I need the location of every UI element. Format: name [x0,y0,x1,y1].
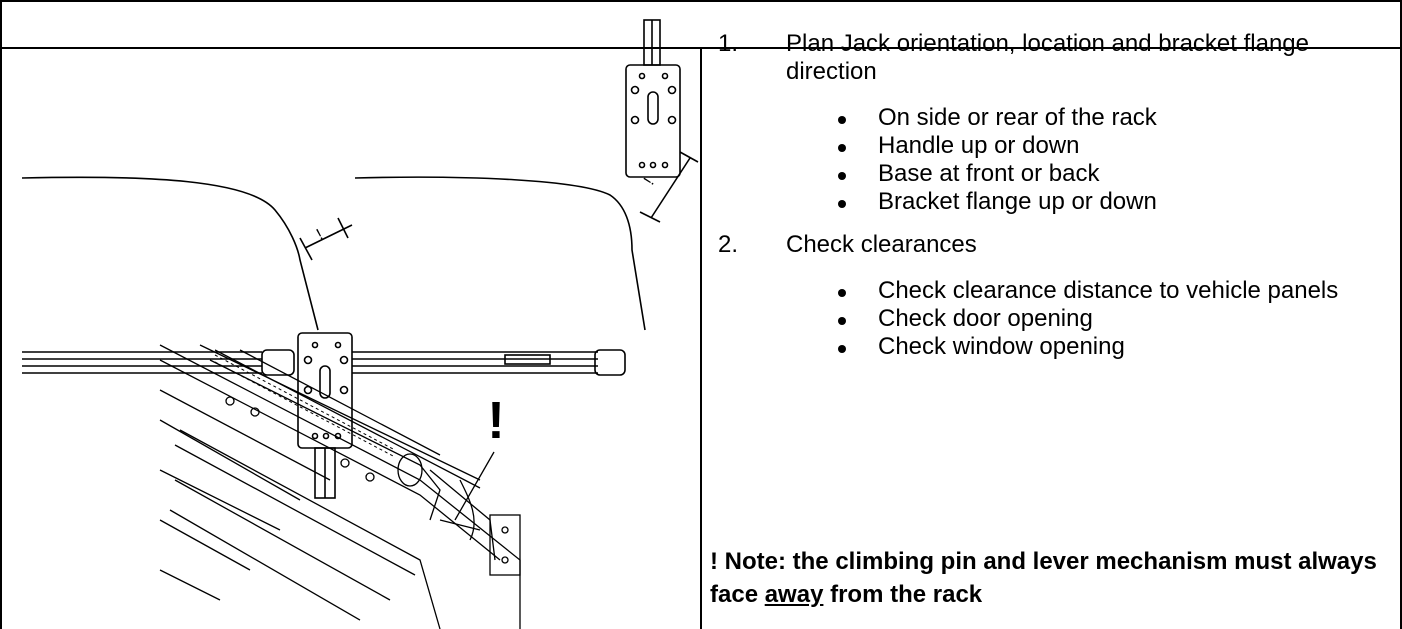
clearance-mark-left: ! [314,226,326,243]
note-warning: ! Note: the climbing pin and lever mecha… [708,545,1390,611]
rack-3d-view [159,344,521,629]
bullet-item: Check door opening [838,305,1388,333]
instructions: 1. Plan Jack orientation, location and b… [708,30,1388,361]
bullet-item: On side or rear of the rack [838,104,1388,132]
note-emphasis: away [764,581,824,608]
bullet-item: Handle up or down [838,132,1388,160]
bullet-item: Check window opening [838,333,1388,361]
vehicle-outline [21,176,646,331]
bullet-item: Base at front or back [838,160,1388,188]
step-text: Check clearances [786,231,977,258]
right-border [1400,0,1402,629]
rack-rail-right [352,349,626,376]
step-2-bullets: Check clearance distance to vehicle pane… [708,277,1388,361]
step-1-bullets: On side or rear of the rack Handle up or… [708,104,1388,216]
bullet-item: Check clearance distance to vehicle pane… [838,277,1388,305]
jack-bracket-left [297,332,353,499]
bullet-dot [838,172,846,180]
bullet-item: Bracket flange up or down [838,188,1388,216]
step-2: 2. Check clearances [708,231,1388,259]
step-text: Plan Jack orientation, location and brac… [786,30,1309,85]
note-text-end: from the rack [823,581,983,608]
note-text: ! Note: the climbing pin and lever mecha… [710,548,1377,608]
jack-bracket-right [625,19,681,178]
rail-perforations [214,354,396,458]
step-1: 1. Plan Jack orientation, location and b… [708,30,1388,86]
bullet-dot [838,144,846,152]
bullet-dot [838,116,846,124]
bullet-dot [838,289,846,297]
installation-illustration: ! ! ! [21,19,699,629]
clearance-dimension-right [639,151,699,223]
bullet-dot [838,317,846,325]
left-border [0,0,2,629]
column-divider [700,47,702,629]
bullet-dot [838,345,846,353]
rack-rail-left [22,349,295,376]
top-border [0,0,1402,2]
step-number: 2. [718,231,739,258]
callout-exclamation: ! [487,392,504,450]
bullet-dot [838,200,846,208]
step-number: 1. [718,30,739,57]
clearance-dimension-left [299,217,353,261]
